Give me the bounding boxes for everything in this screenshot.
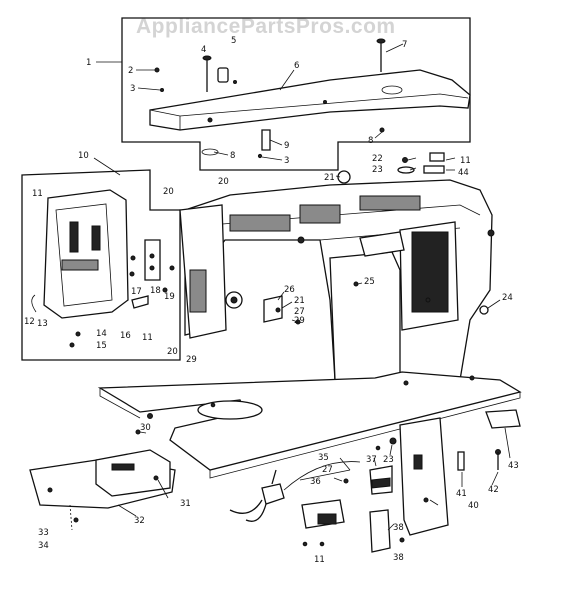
callout-10: 10 xyxy=(78,151,89,161)
callout-19: 19 xyxy=(164,292,175,302)
callout-37: 37 xyxy=(366,455,377,465)
callout-27: 27 xyxy=(294,307,305,317)
callout-42: 42 xyxy=(488,485,499,495)
callout-26: 26 xyxy=(284,285,295,295)
callout-9: 9 xyxy=(284,141,289,151)
callout-20-c: 20 xyxy=(167,347,178,357)
callout-31: 31 xyxy=(180,499,191,509)
callout-38-b: 38 xyxy=(393,553,404,563)
callout-40: 40 xyxy=(468,501,479,511)
callout-29: 29 xyxy=(186,355,197,365)
callout-27-b: 27 xyxy=(322,465,333,475)
faceplate-group xyxy=(21,169,181,361)
callout-14: 14 xyxy=(96,329,107,339)
callout-36: 36 xyxy=(310,477,321,487)
motor-light-group xyxy=(229,409,521,553)
callout-21-b: 21 xyxy=(294,296,305,306)
callout-18: 18 xyxy=(150,286,161,296)
callout-38: 38 xyxy=(393,523,404,533)
callout-20-b: 20 xyxy=(218,177,229,187)
callout-23: 23 xyxy=(372,165,383,175)
callout-3-lower: 3 xyxy=(284,156,289,166)
watermark-text: AppliancePartsPros.com xyxy=(136,15,396,38)
callout-8-lower: 8 xyxy=(230,151,235,161)
callout-32: 32 xyxy=(134,516,145,526)
callout-5: 5 xyxy=(231,36,236,46)
callout-43: 43 xyxy=(508,461,519,471)
callout-41: 41 xyxy=(456,489,467,499)
callout-25: 25 xyxy=(364,277,375,287)
callout-13: 13 xyxy=(37,319,48,329)
callout-16: 16 xyxy=(120,331,131,341)
bed-plate xyxy=(97,371,522,479)
callout-24: 24 xyxy=(502,293,513,303)
callout-11-lower: 11 xyxy=(142,333,153,343)
leader-lines xyxy=(93,43,511,531)
slide-plates xyxy=(29,449,176,531)
callout-8: 8 xyxy=(368,136,373,146)
callout-35: 35 xyxy=(318,453,329,463)
callout-3: 3 xyxy=(130,84,135,94)
callout-21: 21 xyxy=(324,173,335,183)
callout-labels: 1 2 3 4 5 6 7 8 9 8 3 10 11 20 20 22 23 … xyxy=(24,36,519,565)
machine-head xyxy=(179,152,495,385)
callout-11-bottom: 11 xyxy=(314,555,325,565)
callout-7: 7 xyxy=(402,40,407,50)
callout-11-tension: 11 xyxy=(460,156,471,166)
callout-20: 20 xyxy=(163,187,174,197)
callout-23-b: 23 xyxy=(383,455,394,465)
callout-4: 4 xyxy=(201,45,206,55)
callout-15: 15 xyxy=(96,341,107,351)
callout-6: 6 xyxy=(294,61,299,71)
callout-29-b: 29 xyxy=(294,316,305,326)
callout-30: 30 xyxy=(140,423,151,433)
callout-2: 2 xyxy=(128,66,133,76)
top-cover-group xyxy=(121,17,471,171)
callout-11-face: 11 xyxy=(32,189,43,199)
callout-33: 33 xyxy=(38,528,49,538)
callout-34: 34 xyxy=(38,541,49,551)
callout-1: 1 xyxy=(86,58,91,68)
callout-17: 17 xyxy=(131,287,142,297)
callout-12: 12 xyxy=(24,317,35,327)
callout-22: 22 xyxy=(372,154,383,164)
callout-44: 44 xyxy=(458,168,469,178)
